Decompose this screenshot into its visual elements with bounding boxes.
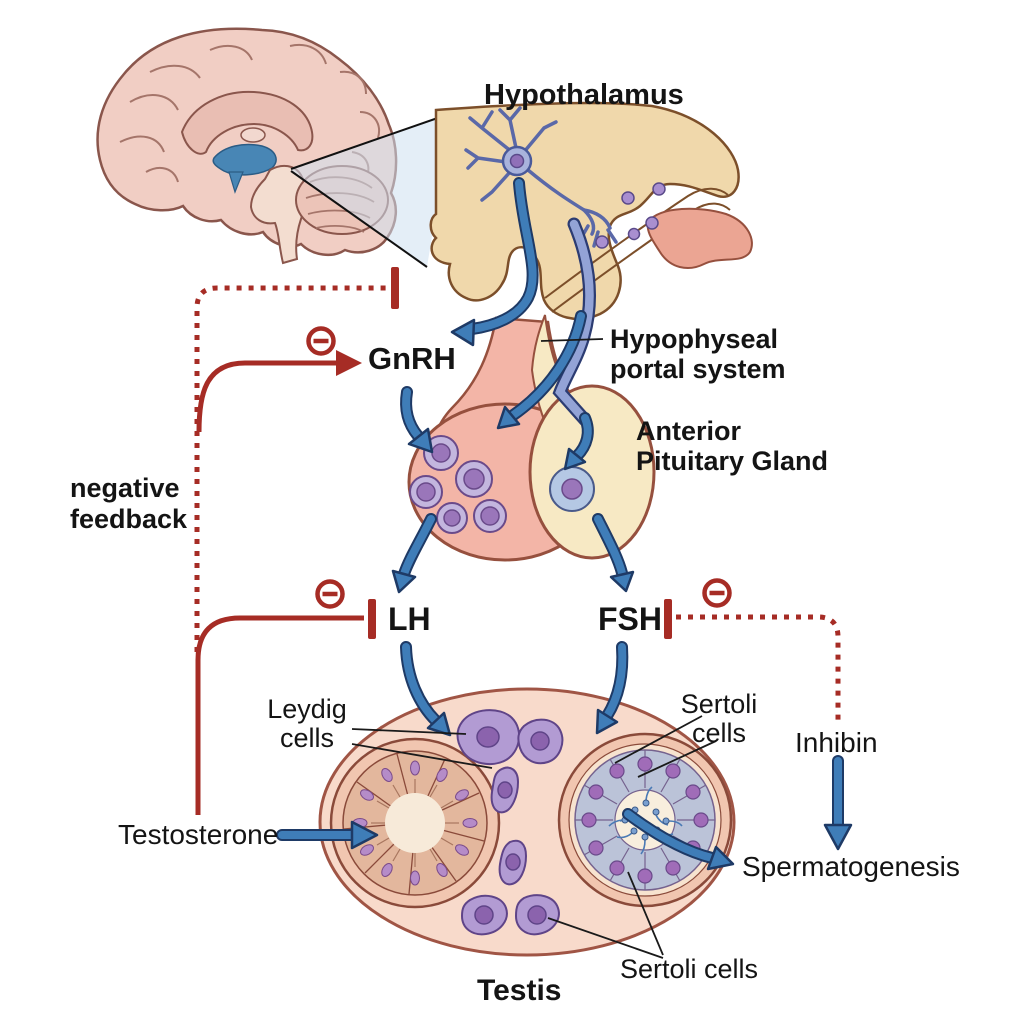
t-bar-fsh — [664, 599, 672, 639]
testosterone-label: Testosterone — [118, 819, 279, 850]
arrow-portal-to-cells — [508, 312, 585, 420]
fornix — [240, 127, 266, 143]
minus-circle-icon-gnrh — [306, 326, 336, 356]
gnrh-label: GnRH — [368, 341, 456, 376]
t-bar-lh — [368, 599, 376, 639]
secretory-vesicles — [595, 182, 666, 249]
fsh-label: FSH — [598, 601, 662, 637]
anterior-pituitary-label: Anterior Pituitary Gland — [636, 416, 829, 476]
arrow-pituitary-to-lh — [400, 515, 435, 578]
pituitary-cells — [409, 435, 595, 534]
hypothalamic-neuron — [464, 106, 666, 249]
pituitary-gland — [407, 314, 656, 562]
feedback-dotted-fsh-to-inhibin — [676, 614, 841, 722]
feedback-dotted-to-hypothalamus — [194, 285, 386, 652]
arrow-tubule-to-spermatogenesis — [624, 810, 716, 862]
feedback-solid-testosterone-trunk — [195, 615, 364, 815]
minus-circle-icon-fsh — [702, 578, 732, 608]
arrow-pituitary-to-fsh — [594, 515, 626, 577]
sertoli-cells-lower-label: Sertoli cells — [620, 954, 759, 984]
neuron-nucleus — [509, 153, 525, 169]
lh-label: LH — [388, 601, 431, 637]
leydig-cells — [456, 709, 564, 936]
negative-feedback-lines — [194, 285, 841, 815]
label-pointer-lines — [351, 338, 717, 959]
zoom-triangle — [290, 112, 453, 268]
leydig-cells-label: Leydig cells — [267, 694, 347, 753]
feedback-solid-to-gnrh — [196, 360, 336, 433]
minus-circle-icon-lh — [315, 579, 345, 609]
infundibulum-blue — [228, 171, 244, 194]
left-tubule — [329, 737, 501, 909]
pink-ridge — [646, 207, 753, 269]
red-arrowhead-gnrh — [336, 350, 362, 376]
sertoli-cells-upper-label: Sertoli cells — [680, 689, 758, 748]
spermatogenesis-label: Spermatogenesis — [742, 851, 960, 882]
arrow-fsh-to-tubule — [603, 643, 627, 720]
arrow-neuron-to-gnrh — [468, 179, 537, 333]
lumen-spokes — [371, 779, 459, 867]
brain-illustration — [96, 27, 398, 265]
hypophyseal-portal-label: Hypophyseal portal system — [610, 324, 786, 384]
corpus-callosum — [180, 90, 314, 155]
feedback-terminals — [306, 267, 732, 639]
hypothalamus-label: Hypothalamus — [484, 79, 684, 111]
t-bar-hypothalamus — [391, 267, 399, 309]
negative-feedback-label: negative feedback — [70, 473, 188, 534]
testis-label: Testis — [477, 974, 562, 1007]
arrow-gnrh-to-pituitary — [402, 388, 422, 440]
inhibin-label: Inhibin — [795, 727, 878, 758]
blue-arrows — [276, 177, 853, 871]
posterior-pituitary-lobe — [528, 384, 656, 560]
portal-vessel — [552, 217, 596, 427]
arrow-vessel-to-fsh-cell — [573, 414, 592, 460]
arrow-lh-to-leydig — [402, 643, 440, 725]
